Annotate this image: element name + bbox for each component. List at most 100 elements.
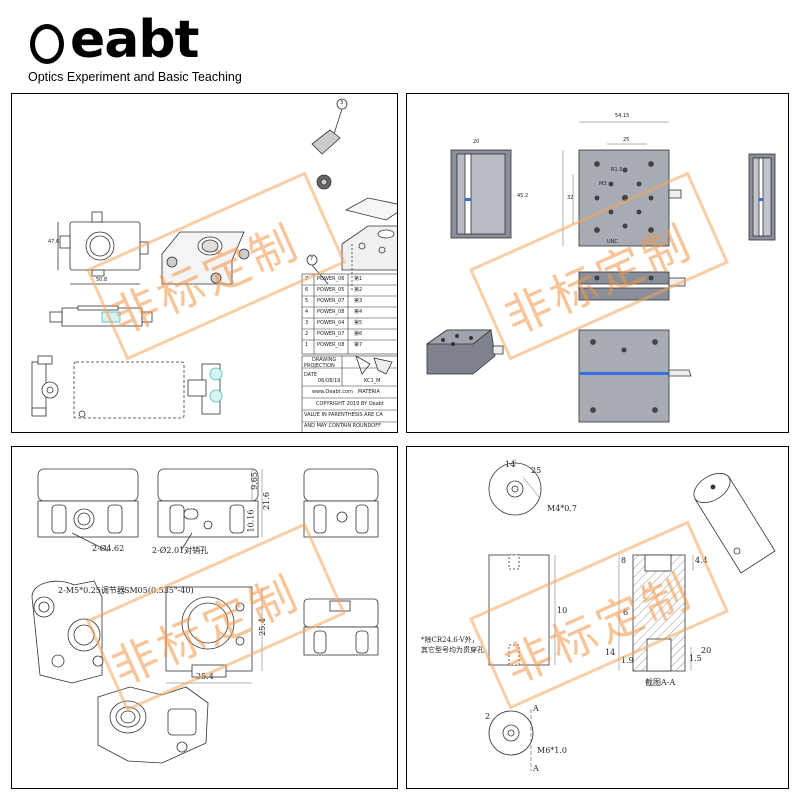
note-hole-4-62: 2-Ø4.62 [92, 544, 125, 553]
bottom-right-drawing-svg [488, 459, 776, 771]
dim-side-height: 45.2 [517, 193, 529, 199]
projection-symbol [355, 355, 393, 375]
section-a-a-label: 截图A-A [645, 678, 676, 687]
bom-row: 6 [305, 287, 309, 293]
dim-21-6: 21.6 [261, 492, 271, 510]
panel-bottom-left-drawing: 9.65 21.6 10.16 25.4 25.4 2-Ø4.62 2-Ø2.0… [11, 446, 398, 789]
dim-14-section: 14 [605, 648, 616, 657]
mount-square-view [165, 586, 263, 684]
bottom-left-drawing-svg [31, 468, 379, 764]
bom-table [301, 273, 397, 432]
title-part-no: KC1_M [364, 378, 381, 384]
dim-side-width: 20 [473, 139, 480, 145]
dim-10-16: 10.16 [246, 509, 256, 533]
dim-thread-m4: M4*0.7 [547, 504, 578, 513]
dim-width: 50.8 [96, 277, 108, 283]
bom-row: POWER_04 [317, 320, 345, 326]
title-copyright: COPYRIGHT 2019 BY Oeabt [316, 401, 384, 407]
post-section-view [618, 554, 694, 672]
panel-top-right-drawing: 54.15 25 20 45.2 32 M3 R1.5 UNC 非标定制 [406, 93, 789, 433]
dim-2: 2 [485, 712, 491, 721]
dim-height: 47.6 [48, 239, 60, 245]
dim-1-5: 1.5 [689, 654, 702, 663]
mount-iso-view [97, 686, 209, 764]
dim-thread-m6: M6*1.0 [537, 746, 568, 755]
dim-10: 10 [557, 606, 568, 615]
bom-row: POWER_07 [317, 331, 345, 337]
mount-side-view [303, 598, 379, 656]
dim-20: 20 [701, 646, 712, 655]
note-sm05: SM05(0.535"-40) [124, 586, 194, 595]
title-date: 06/08/19 [318, 378, 341, 384]
through-hole-note-1: *除CR24.6-V外， [421, 636, 479, 644]
mount-front-view [31, 580, 104, 684]
bom-row: POWER_08 [317, 342, 345, 348]
exploded-parts [306, 98, 397, 290]
plan-view-large [31, 355, 223, 419]
top-view-small [49, 305, 153, 327]
bom-row: 第1 [354, 276, 363, 282]
stage-iso-view [425, 329, 504, 375]
post-end-view-bottom [488, 709, 534, 771]
title-note-1: VALUE IN PARENTHESIS ARE CA [304, 412, 383, 418]
post-iso-view [693, 472, 776, 574]
section-mark-a-top: A [533, 704, 539, 713]
dim-pitch: 25 [623, 137, 630, 143]
front-view-block [57, 211, 149, 285]
bom-row: 4 [305, 309, 309, 315]
bom-row: POWER_05 [317, 287, 345, 293]
logo-o-mark [30, 24, 64, 64]
note-adjuster: 2-M5*0.25调节器 [58, 586, 125, 595]
dim-unc: UNC [607, 239, 618, 245]
logo-wordmark: eabt [70, 10, 199, 70]
bom-row: 2 [305, 331, 309, 337]
bom-row: 7 [305, 276, 309, 282]
post-side-view [488, 554, 556, 666]
title-projection: PROJECTION [304, 363, 335, 369]
dim-hole-span: 32 [567, 195, 574, 201]
title-drawing: DRAWING [312, 357, 337, 363]
title-site: www.Oeabt.com [312, 389, 353, 395]
bom-row: 第6 [354, 331, 363, 337]
dim-9-65: 9.65 [249, 472, 259, 490]
stage-bottom-view [578, 329, 692, 423]
dim-thread: M3 [599, 181, 607, 187]
bom-row: 第7 [354, 342, 363, 348]
stage-top-view [562, 121, 682, 247]
dim-4-4: 4.4 [695, 556, 708, 565]
post-end-view-top [488, 459, 542, 516]
dim-25-4-h: 25.4 [196, 672, 214, 681]
side-view-left [450, 149, 512, 239]
iso-view-block [161, 231, 250, 285]
dim-14-top: 14 [505, 460, 516, 469]
bom-row: 第4 [354, 309, 363, 315]
front-view-blocks [37, 468, 379, 552]
panel-top-left-drawing: 3 7 47.6 50.8 7 POWER_06 第1 6 POWER_05 第… [11, 93, 398, 433]
section-mark-a-bottom: A [533, 764, 539, 773]
dim-8: 8 [621, 556, 627, 565]
bom-row: POWER_07 [317, 298, 345, 304]
title-date-label: DATE [304, 372, 318, 378]
title-material: MATERIA [358, 389, 380, 395]
bom-row: 3 [305, 320, 309, 326]
bom-row: POWER_06 [317, 276, 345, 282]
bom-row: 5 [305, 298, 309, 304]
bom-row: 第2 [354, 287, 363, 293]
callout-3: 3 [340, 100, 344, 106]
dim-25-top: 25 [531, 466, 542, 475]
dim-1-9: 1.9 [621, 656, 634, 665]
bom-row: 第3 [354, 298, 363, 304]
brand-logo: eabt Optics Experiment and Basic Teachin… [28, 14, 328, 88]
bom-row: 1 [305, 342, 309, 348]
bom-row: 第5 [354, 320, 363, 326]
logo-tagline: Optics Experiment and Basic Teaching [28, 70, 242, 84]
top-left-drawing-svg [31, 98, 397, 432]
bom-row: POWER_08 [317, 309, 345, 315]
callout-7: 7 [310, 256, 314, 262]
dim-radius: R1.5 [611, 167, 623, 173]
dim-6: 6 [623, 608, 629, 617]
title-note-2: AND MAY CONTAIN ROUNDOFF [304, 423, 381, 429]
note-pin-hole: 2-Ø2.01对销孔 [152, 546, 209, 555]
front-view-middle [578, 271, 686, 301]
side-view-right [748, 153, 776, 241]
